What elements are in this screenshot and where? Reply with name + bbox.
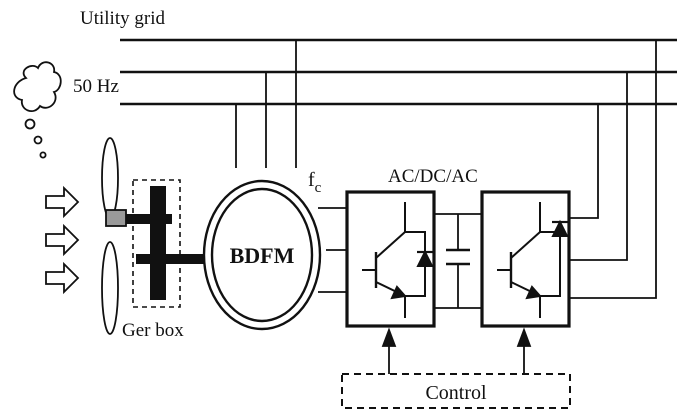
wind-arrow-icon [45,185,80,219]
bdfm-machine [202,179,322,331]
igbt-switch-icon [362,202,434,318]
machine-side-converter [345,190,436,328]
wind-arrow-icon [45,261,80,295]
control-signal-arrows [381,327,532,374]
wind-arrow-icon [45,223,80,257]
converter-box-1 [345,190,436,328]
grid-bus [120,38,677,106]
wind-arrows [45,185,80,295]
bdfm-label: BDFM [230,243,295,268]
gear-wheel [150,186,166,300]
gearbox-dashed-frame [132,179,181,308]
control-winding-wires [318,207,346,293]
dc-link [434,213,482,309]
igbt-switch-icon [497,202,569,318]
turbine-blade-upper [101,137,119,219]
frequency-label: 50 Hz [73,76,119,97]
turbine-blade-lower [101,241,119,335]
thought-cloud-icon [13,61,62,159]
bdfm-inner-rotor [210,187,314,323]
control-label: Control [425,382,487,404]
stator-connection-wires [235,40,297,168]
converter-box-2 [480,190,571,328]
arrow-up-icon [381,327,397,347]
rotor-hub [105,209,127,227]
utility-grid-label: Utility grid [80,8,165,29]
gearbox [126,179,208,308]
frequency-fc-label: fc [308,169,322,196]
control-block [341,373,571,409]
converter-label: AC/DC/AC [388,166,478,187]
low-speed-shaft [126,214,172,224]
grid-side-connection-wires [570,40,657,299]
grid-side-converter [480,190,571,328]
arrow-up-icon [516,327,532,347]
turbine-rotor [101,137,127,335]
gearbox-label: Ger box [122,320,184,341]
high-speed-shaft [136,254,208,264]
